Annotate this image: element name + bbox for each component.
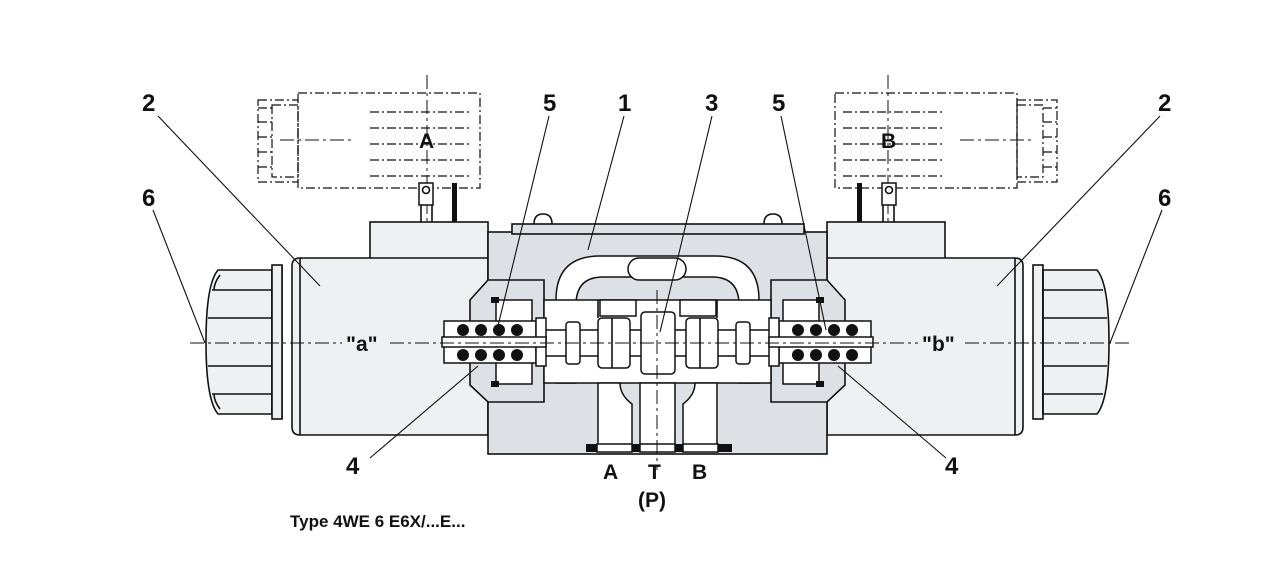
callout-2-right: 2 (1158, 90, 1171, 117)
callout-6-right: 6 (1158, 185, 1171, 212)
right-solenoid (826, 221, 1024, 436)
leader-lines (152, 115, 1163, 459)
callout-5-right: 5 (772, 90, 785, 117)
left-solenoid (291, 221, 489, 436)
right-manual-override-nut (1032, 264, 1110, 420)
figure-caption: Type 4WE 6 E6X/...E... (290, 512, 465, 531)
callout-3: 3 (705, 90, 718, 117)
callout-4-right: 4 (945, 453, 959, 480)
callout-2-left: 2 (142, 90, 155, 117)
callout-5-left: 5 (543, 90, 556, 117)
left-push-pin (441, 336, 547, 348)
connector-label-b: B (881, 130, 896, 153)
left-plug-connector (257, 75, 481, 305)
port-label-t: T (648, 461, 661, 484)
right-push-pin (768, 336, 874, 348)
callout-4-left: 4 (346, 453, 360, 480)
port-label-a: A (603, 461, 618, 484)
solenoid-label-a: "a" (346, 333, 378, 356)
callout-1: 1 (618, 90, 631, 117)
solenoid-label-b: "b" (922, 333, 955, 356)
connector-label-a: A (419, 130, 434, 153)
left-manual-override-nut (205, 264, 283, 420)
right-plug-connector (834, 75, 1058, 305)
port-label-p: (P) (638, 489, 666, 512)
callout-6-left: 6 (142, 185, 155, 212)
port-label-b: B (692, 461, 707, 484)
